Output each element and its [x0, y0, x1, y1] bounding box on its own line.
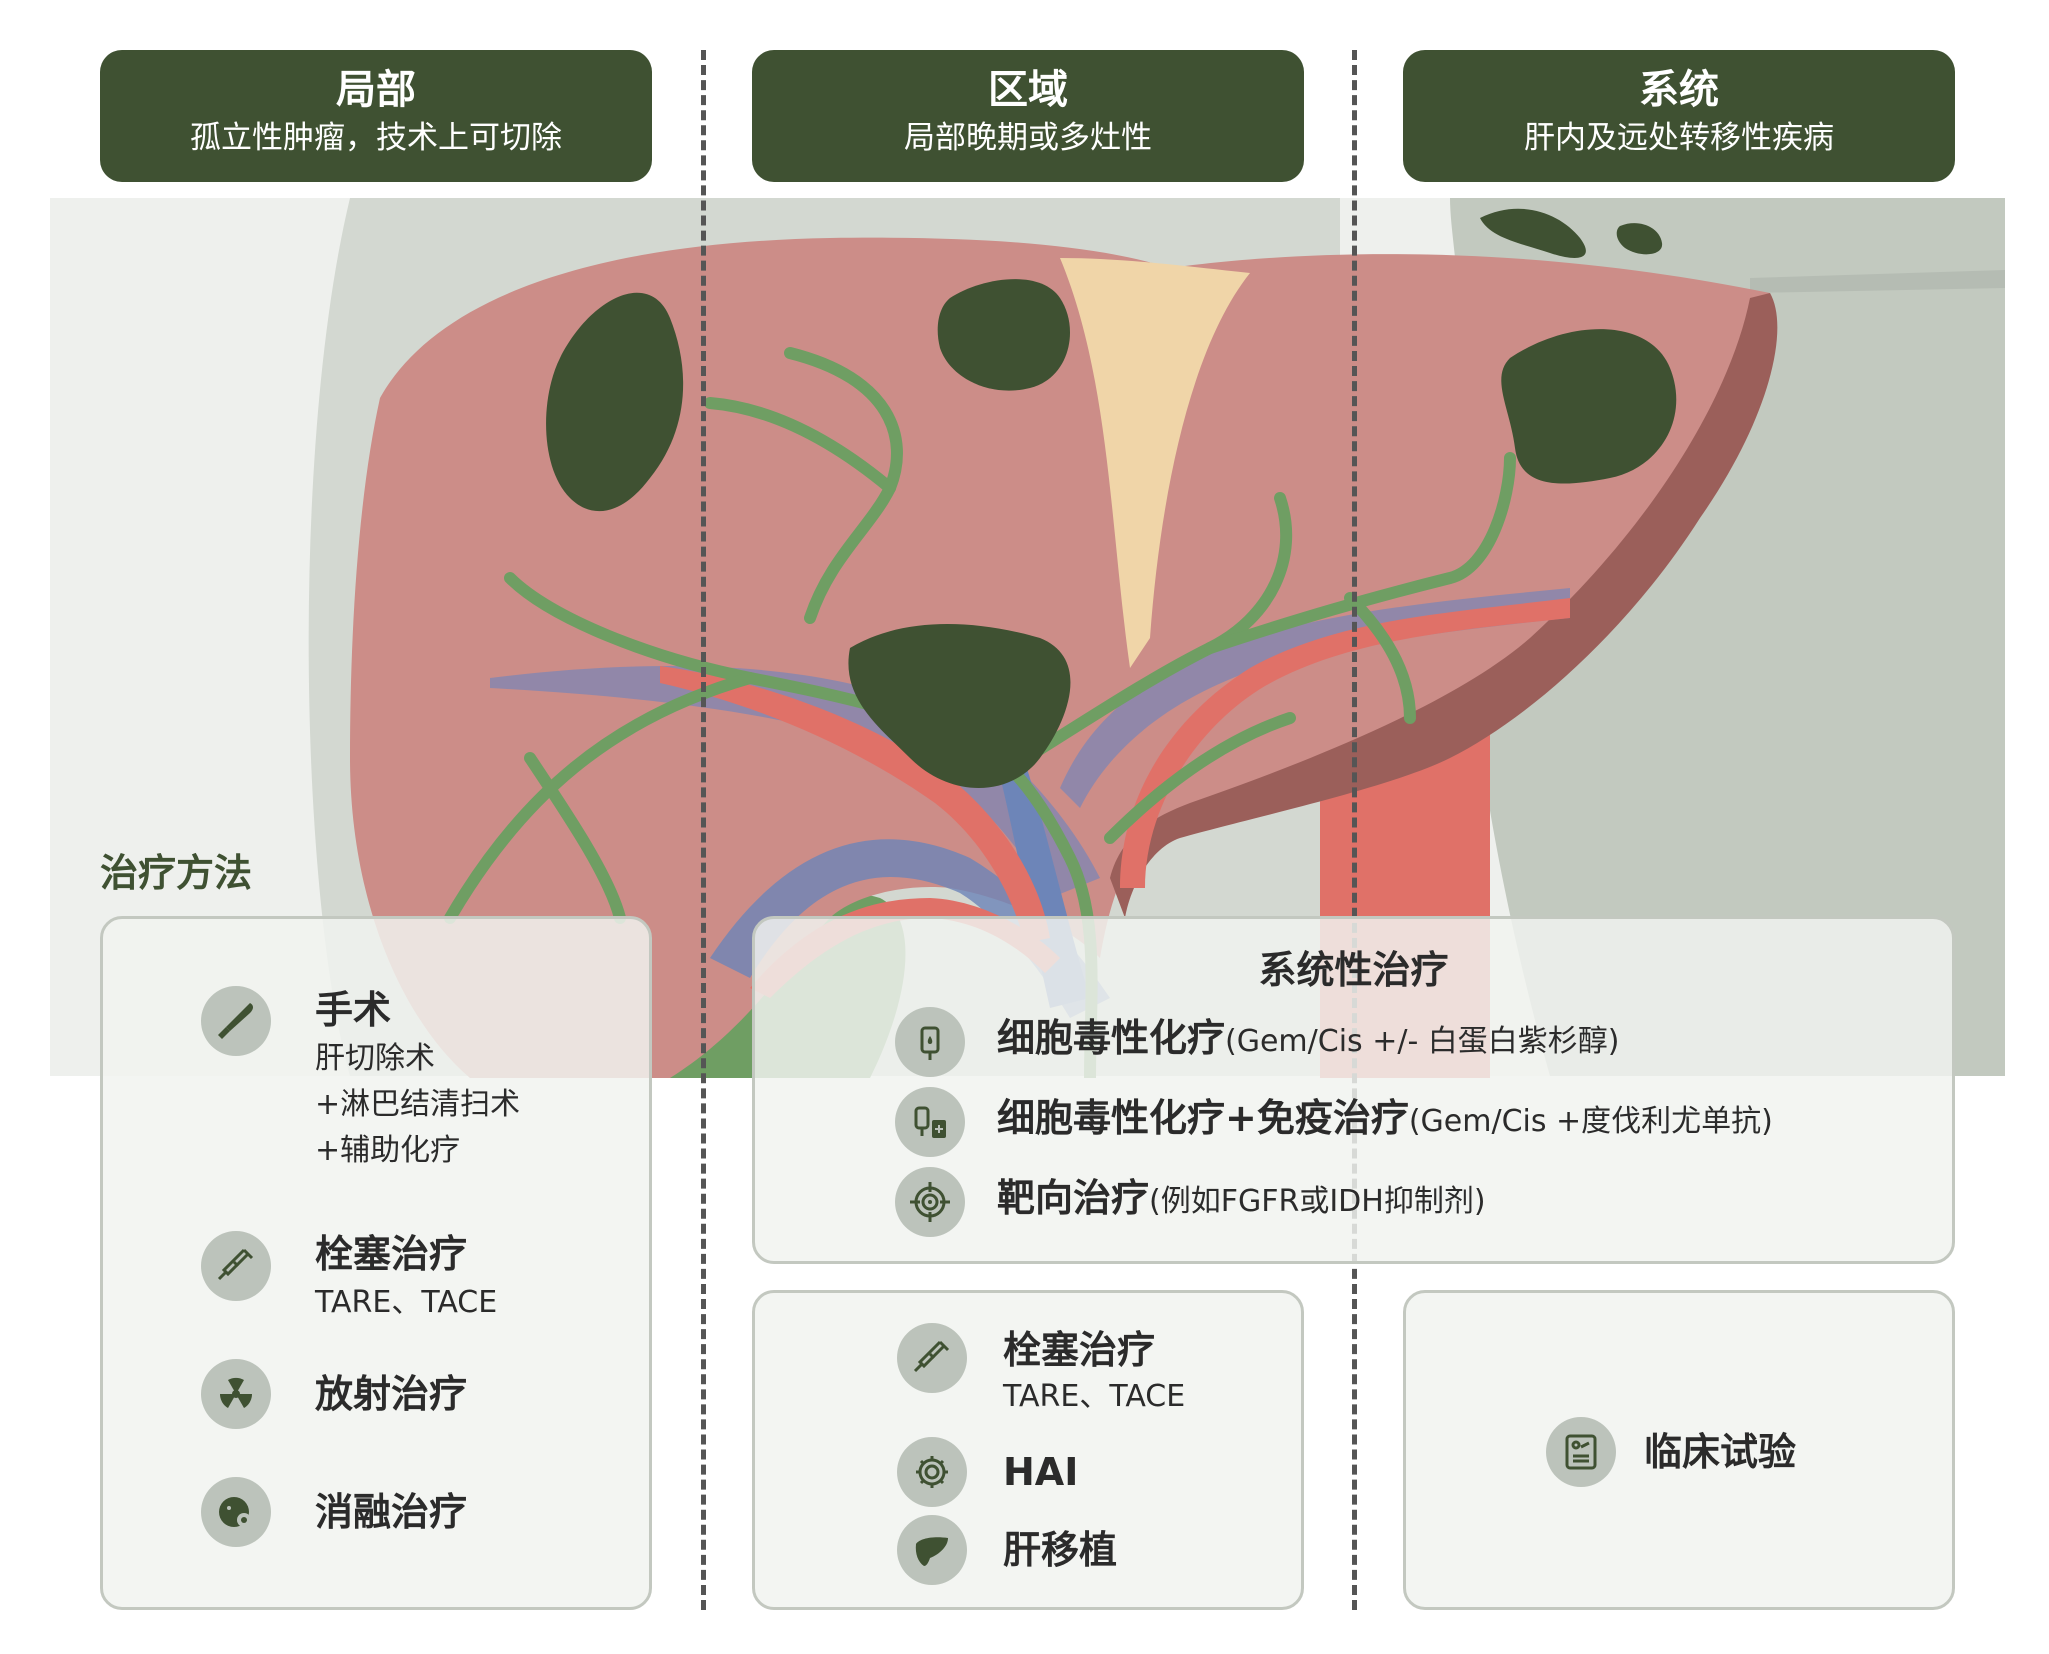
gear-icon — [897, 1437, 967, 1507]
header-local-title: 局部 — [336, 67, 416, 113]
systemic-heading: 系统性治疗 — [1258, 948, 1449, 992]
header-systemic-title: 系统 — [1639, 67, 1719, 113]
iv-bag-pills-icon — [895, 1087, 965, 1157]
systemic-item: 细胞毒性化疗+免疫治疗(Gem/Cis +度伐利尤单抗) — [997, 1095, 1773, 1145]
transplant-title: 肝移植 — [1003, 1528, 1118, 1572]
embolization-title: 栓塞治疗 — [1003, 1328, 1156, 1372]
systemic-item-title: 细胞毒性化疗 — [997, 1016, 1226, 1060]
header-systemic-subtitle: 肝内及远处转移性疾病 — [1524, 120, 1834, 156]
systemic-item-title: 靶向治疗 — [997, 1176, 1150, 1220]
metastasis-nodule — [1480, 208, 1586, 258]
surgery-line: +辅助化疗 — [315, 1133, 461, 1168]
syringe-icon — [201, 1231, 271, 1301]
syringe-icon — [897, 1323, 967, 1393]
surgery-title: 手术 — [315, 988, 392, 1032]
surgery-line: +淋巴结清扫术 — [315, 1087, 521, 1122]
radiation-icon — [201, 1359, 271, 1429]
iv-bag-icon — [895, 1007, 965, 1077]
header-local-subtitle: 孤立性肿瘤，技术上可切除 — [190, 120, 562, 156]
ligament — [1060, 258, 1250, 668]
embolization-title: 栓塞治疗 — [315, 1232, 468, 1276]
column-divider — [1352, 50, 1357, 1610]
systemic-item-note: (Gem/Cis +度伐利尤单抗) — [1408, 1104, 1773, 1139]
clinical-report-icon — [1546, 1417, 1616, 1487]
embolization-sub: TARE、TACE — [315, 1285, 498, 1320]
metastasis-nodule — [1616, 223, 1663, 255]
column-divider — [701, 50, 706, 1610]
header-regional-subtitle: 局部晚期或多灶性 — [904, 120, 1152, 156]
treatments-label: 治疗方法 — [100, 851, 253, 895]
hepatic-artery — [660, 666, 1050, 943]
header-regional: 区域 局部晚期或多灶性 — [752, 50, 1304, 182]
systemic-item-note: (Gem/Cis +/- 白蛋白紫杉醇) — [1225, 1024, 1620, 1059]
systemic-item-title: 细胞毒性化疗+免疫治疗 — [997, 1096, 1409, 1140]
clinical-trial-title: 临床试验 — [1644, 1430, 1797, 1474]
header-local: 局部 孤立性肿瘤，技术上可切除 — [100, 50, 652, 182]
header-systemic: 系统 肝内及远处转移性疾病 — [1403, 50, 1955, 182]
panel-regional-treatments: 栓塞治疗 TARE、TACE HAI 肝移植 — [752, 1290, 1304, 1610]
radiation-title: 放射治疗 — [315, 1372, 468, 1416]
tumor-hilar — [848, 624, 1071, 788]
hai-title: HAI — [1003, 1450, 1079, 1494]
tumor — [937, 279, 1070, 391]
surgery-line: 肝切除术 — [315, 1041, 435, 1076]
target-icon — [895, 1167, 965, 1237]
tumor — [546, 292, 684, 512]
panel-clinical-trial: 临床试验 — [1403, 1290, 1955, 1610]
liver-icon — [897, 1515, 967, 1585]
panel-systemic-treatments: 系统性治疗 细胞毒性化疗(Gem/Cis +/- 白蛋白紫杉醇) 细胞毒性化疗+… — [752, 916, 1955, 1264]
systemic-item: 细胞毒性化疗(Gem/Cis +/- 白蛋白紫杉醇) — [997, 1015, 1620, 1065]
panel-local-treatments: 手术 肝切除术 +淋巴结清扫术 +辅助化疗 栓塞治疗 TARE、TACE 放射治… — [100, 916, 652, 1610]
embolization-sub: TARE、TACE — [1003, 1379, 1186, 1414]
systemic-item-note: (例如FGFR或IDH抑制剂) — [1149, 1184, 1486, 1219]
ablation-icon — [201, 1477, 271, 1547]
systemic-item: 靶向治疗(例如FGFR或IDH抑制剂) — [997, 1175, 1486, 1225]
ablation-title: 消融治疗 — [315, 1490, 468, 1534]
scalpel-icon — [201, 986, 271, 1056]
header-regional-title: 区域 — [988, 67, 1068, 113]
tumor — [1501, 329, 1677, 484]
